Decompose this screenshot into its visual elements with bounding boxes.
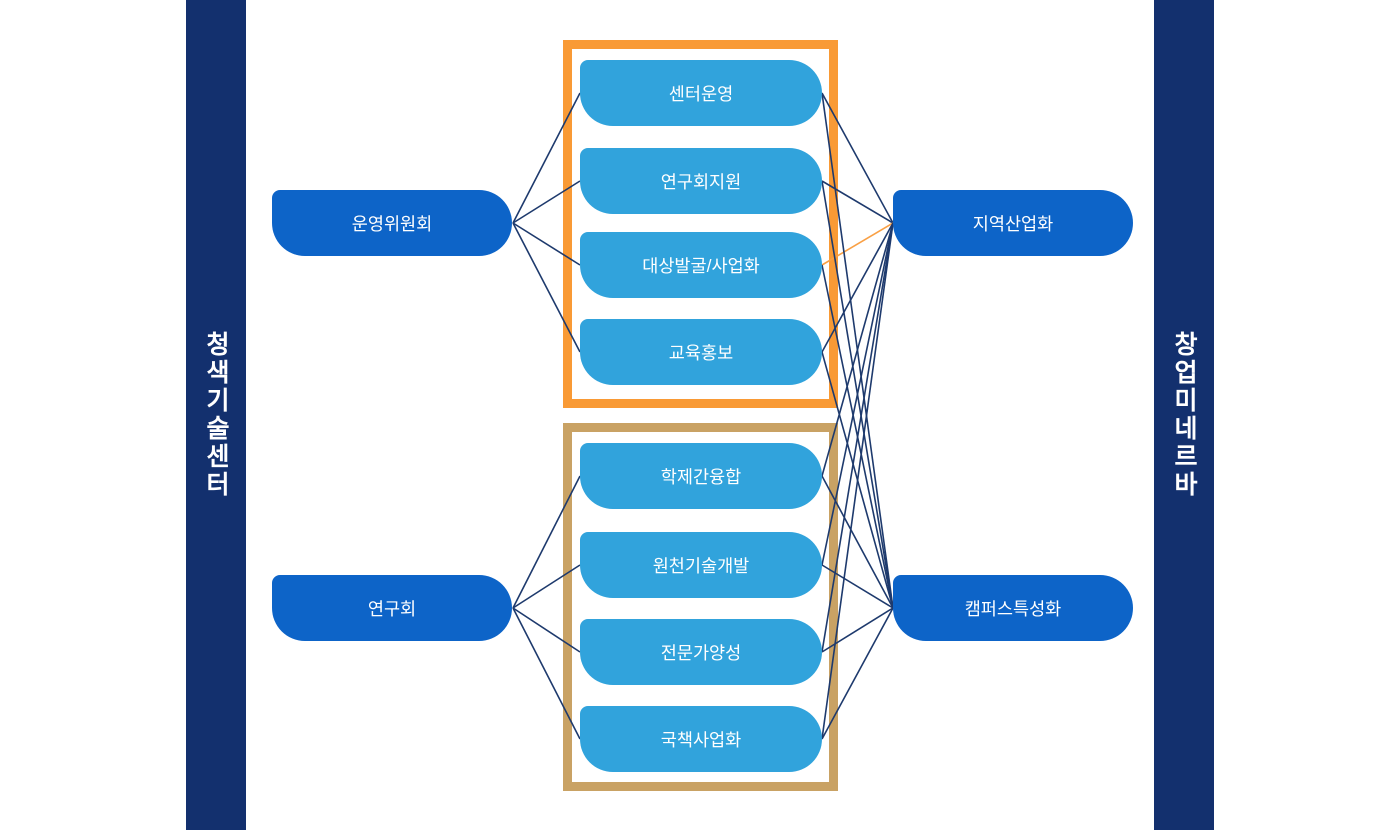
node-label: 지역산업화: [972, 213, 1054, 234]
left-banner: 청색기술센터: [186, 0, 246, 830]
node-label: 연구회: [367, 598, 417, 619]
node-operating-committee: 운영위원회: [272, 190, 512, 256]
item-center-operation: 센터운영: [580, 60, 822, 126]
item-discovery-commercialization: 대상발굴/사업화: [580, 232, 822, 298]
node-label: 운영위원회: [351, 213, 433, 234]
right-banner-label: 창업미네르바: [1170, 331, 1198, 499]
item-label: 대상발굴/사업화: [642, 255, 760, 276]
node-label: 캠퍼스특성화: [964, 598, 1062, 619]
item-label: 교육홍보: [668, 342, 734, 363]
item-core-technology-development: 원천기술개발: [580, 532, 822, 598]
item-expert-training: 전문가양성: [580, 619, 822, 685]
item-label: 학제간융합: [660, 466, 742, 487]
item-education-pr: 교육홍보: [580, 319, 822, 385]
item-label: 센터운영: [668, 83, 734, 104]
item-research-society-support: 연구회지원: [580, 148, 822, 214]
left-banner-label: 청색기술센터: [202, 331, 230, 499]
item-label: 전문가양성: [660, 642, 742, 663]
right-banner: 창업미네르바: [1154, 0, 1214, 830]
item-label: 원천기술개발: [652, 555, 750, 576]
item-national-project-commercialization: 국책사업화: [580, 706, 822, 772]
node-regional-industrialization: 지역산업화: [893, 190, 1133, 256]
item-label: 연구회지원: [660, 171, 742, 192]
node-research-group: 연구회: [272, 575, 512, 641]
item-label: 국책사업화: [660, 729, 742, 750]
node-campus-specialization: 캠퍼스특성화: [893, 575, 1133, 641]
item-interdisciplinary-convergence: 학제간융합: [580, 443, 822, 509]
